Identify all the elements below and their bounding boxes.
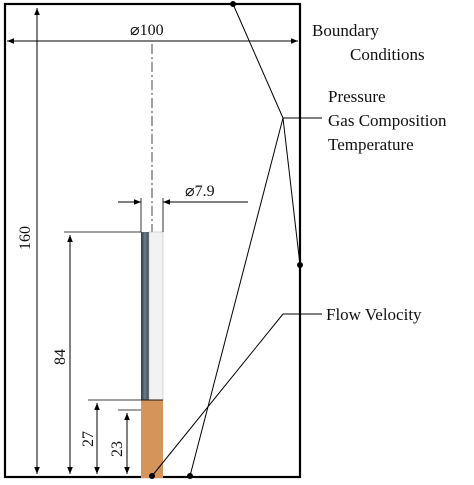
height-lower-band-label: 23	[109, 441, 126, 457]
rod-copper-band	[141, 400, 163, 478]
temperature-label: Temperature	[328, 135, 414, 154]
inner-diameter-label: ⌀7.9	[185, 183, 215, 200]
height-upper-band-label: 27	[80, 431, 97, 447]
flow-leader-diagonal	[151, 313, 284, 477]
boundary-label-line2: Conditions	[350, 45, 425, 64]
height-total-label: 160	[17, 226, 34, 250]
leader-bottom-to-junction	[189, 117, 284, 477]
flow-leader-dot	[149, 473, 155, 479]
leader-dot-top	[230, 1, 236, 7]
leader-top-to-junction	[232, 3, 284, 119]
gas-composition-label: Gas Composition	[328, 111, 447, 130]
rod-sample	[148, 231, 164, 401]
outer-diameter-label: ⌀100	[130, 22, 164, 39]
leader-right-to-junction	[282, 117, 301, 266]
leader-dot-bottom	[187, 473, 193, 479]
leader-dot-right	[297, 262, 303, 268]
rod-steel	[141, 232, 149, 478]
boundary-label-line1: Boundary	[312, 21, 380, 40]
pressure-label: Pressure	[328, 87, 386, 106]
flow-velocity-label: Flow Velocity	[326, 305, 422, 324]
height-rod-label: 84	[52, 349, 69, 365]
